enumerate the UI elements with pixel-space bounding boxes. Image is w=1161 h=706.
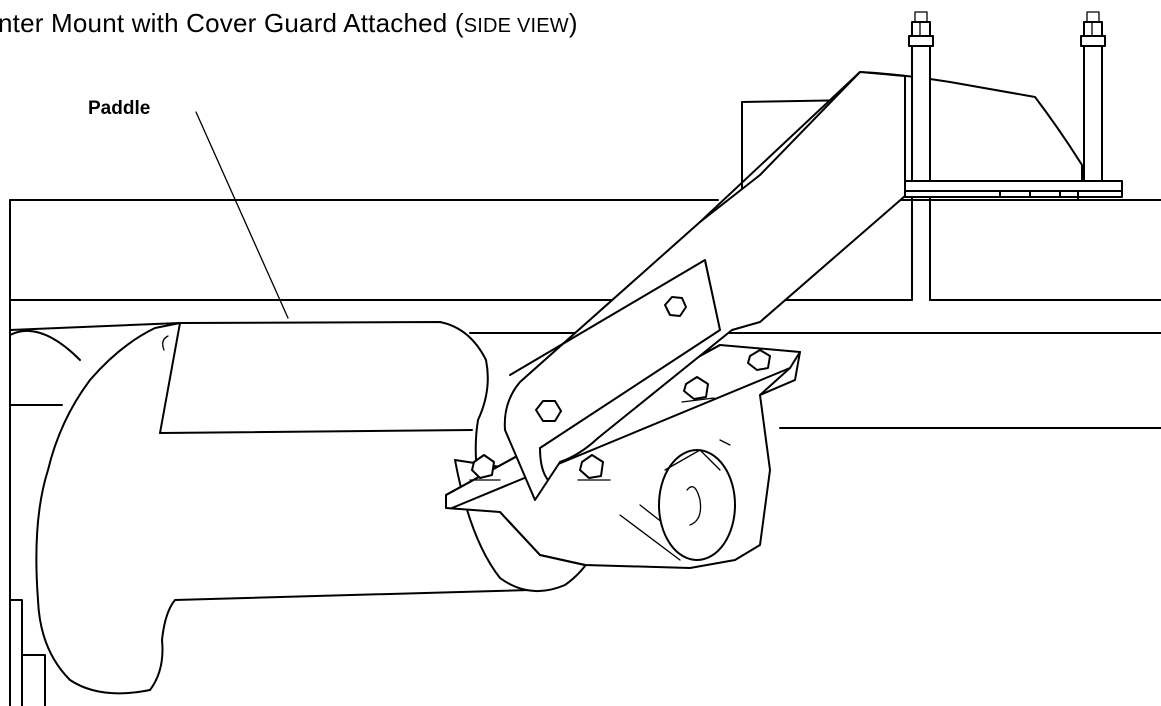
figure-title-view: SIDE VIEW [463, 15, 569, 37]
arm-bolt-lower [535, 400, 562, 422]
vertical-bolt-right [1080, 11, 1106, 182]
mounting-plate [867, 180, 1123, 301]
mount-arm [503, 71, 906, 501]
figure-title: nter Mount with Cover Guard Attached (SI… [0, 8, 578, 39]
arm-bolt-upper [664, 296, 687, 317]
paddle-label: Paddle [88, 98, 151, 119]
paddle-leader-line [195, 111, 289, 319]
vertical-bolt-left [908, 11, 934, 182]
bracket-fastener-1 [469, 454, 501, 481]
frame-beam [9, 199, 1161, 706]
cover-guard-disc [658, 449, 736, 561]
bracket-fastener-4 [747, 349, 771, 371]
figure-title-main: nter Mount with Cover Guard Attached ( [0, 8, 464, 38]
paddle [9, 321, 531, 695]
bracket-fastener-3 [681, 376, 715, 403]
bracket-fastener-2 [577, 454, 611, 481]
figure-title-close: ) [568, 8, 578, 38]
